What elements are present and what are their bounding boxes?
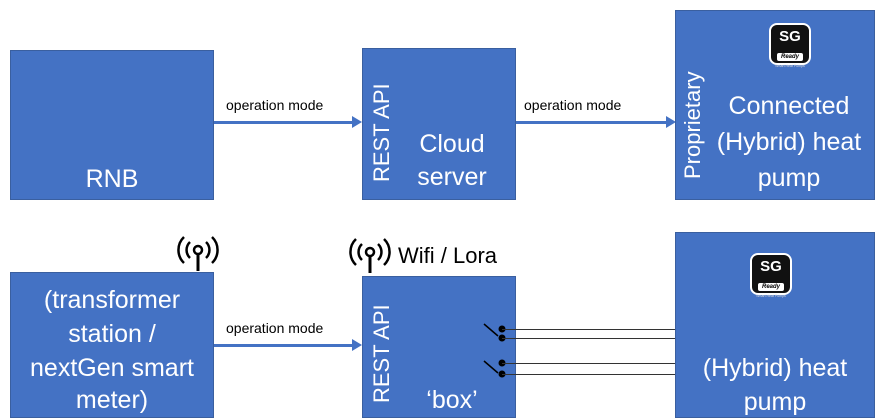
- control-wire: [502, 329, 675, 330]
- arrow-head-icon: [352, 116, 362, 128]
- hybrid-heatpump-line2: pump: [743, 388, 807, 416]
- meter-label-line4: meter): [75, 386, 149, 414]
- meter-label-line3: nextGen smart: [30, 354, 194, 382]
- sg-logo-caption: Smart Heat Pumps: [775, 64, 805, 68]
- hybrid-heatpump-line1: (Hybrid) heat: [702, 354, 848, 382]
- wireless-antenna-icon: [177, 236, 219, 271]
- cloud-label-line1: Cloud: [419, 130, 485, 158]
- heatpump-label-line2: (Hybrid) heat: [716, 128, 862, 156]
- control-wire: [502, 338, 675, 339]
- arrow-meter-to-box: [214, 344, 352, 347]
- rnb-label: RNB: [85, 165, 139, 193]
- sg-logo-caption: Smart Heat Pumps: [756, 294, 786, 298]
- cloud-server-box: REST API Cloud server: [362, 48, 516, 200]
- meter-label-line2: station /: [68, 320, 156, 348]
- box-device-box: REST API ‘box’: [362, 276, 516, 418]
- arrow-cloud-to-heatpump: [516, 121, 666, 124]
- meter-label-line1: (transformer: [43, 286, 181, 314]
- sg-logo-badge: Ready: [776, 53, 803, 61]
- hybrid-heat-pump-box: SG Ready Smart Heat Pumps (Hybrid) heat …: [675, 232, 875, 418]
- sg-ready-logo: SG Ready Smart Heat Pumps: [769, 23, 811, 68]
- box-label: ‘box’: [426, 386, 478, 414]
- edge-label-cloud-heatpump: operation mode: [521, 96, 625, 114]
- arrow-head-icon: [666, 116, 676, 128]
- relay-switch-icon: [483, 359, 506, 378]
- sg-logo-title: SG: [760, 258, 782, 275]
- heatpump-label-line1: Connected: [728, 92, 850, 120]
- smart-meter-box: (transformer station / nextGen smart met…: [10, 272, 214, 418]
- control-wire: [502, 363, 675, 364]
- arrow-rnb-to-cloud: [214, 121, 352, 124]
- edge-label-rnb-cloud: operation mode: [223, 96, 327, 114]
- sg-logo-title: SG: [779, 28, 801, 45]
- sg-logo-badge: Ready: [757, 283, 784, 291]
- arrow-head-icon: [352, 339, 362, 351]
- sg-ready-logo: SG Ready Smart Heat Pumps: [750, 253, 792, 298]
- heatpump-label-line3: pump: [757, 164, 821, 192]
- connected-heat-pump-box: Proprietary SG Ready Smart Heat Pumps Co…: [675, 10, 875, 200]
- edge-label-meter-box: operation mode: [223, 319, 327, 337]
- proprietary-label: Proprietary: [680, 71, 705, 179]
- wireless-antenna-icon: [349, 238, 391, 273]
- control-wire: [502, 374, 675, 375]
- cloud-label-line2: server: [417, 163, 487, 191]
- wifi-lora-label: Wifi / Lora: [398, 243, 498, 268]
- rnb-box: RNB: [10, 50, 214, 200]
